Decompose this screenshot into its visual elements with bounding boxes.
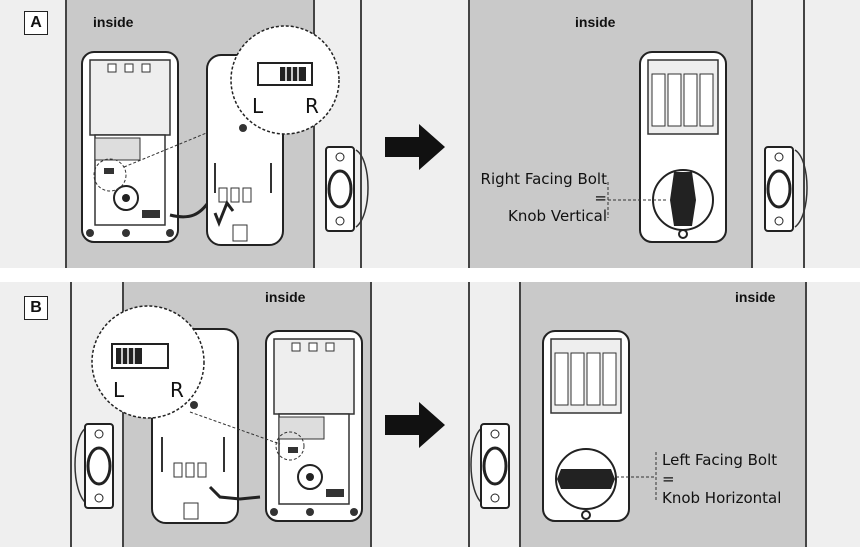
panel-label: A [24,11,48,35]
arrow-right-icon [385,124,445,170]
switch-magnifier [91,305,205,419]
caption-line-2: = [662,470,675,488]
installed-lock [542,330,630,522]
arrow-right-icon [385,402,445,448]
edge-line [751,0,753,268]
switch-label-l: L [252,94,264,118]
inside-label: inside [93,14,134,30]
caption-line-1: Left Facing Bolt [662,451,778,469]
edge-line [805,282,807,547]
panel-label: B [24,296,48,320]
inside-label: inside [265,289,306,305]
inside-label: inside [735,289,776,305]
magnifier-leader [93,114,251,192]
edge-line [70,282,72,547]
inside-label: inside [575,14,616,30]
switch-magnifier [230,25,340,135]
panel-b: B inside inside L R [0,282,860,547]
edge-line [519,282,521,547]
caption-line-3: Knob Vertical [508,207,607,225]
edge-line [803,0,805,268]
switch-label-l: L [113,378,125,402]
door-strike [470,423,510,509]
caption-line-3: Knob Horizontal [662,489,782,507]
open-lock-interior [265,330,363,522]
edge-line [65,0,67,268]
edge-line [313,0,315,268]
door-strike [764,146,808,232]
edge-line [468,0,470,268]
caption-line-1: Right Facing Bolt [480,170,607,188]
installed-lock [639,51,727,243]
caption-leader [607,182,666,218]
edge-line [468,282,470,547]
caption-line-2: = [594,189,607,207]
door-strike [74,423,114,509]
caption-leader [616,452,657,500]
magnifier-leader [189,411,305,461]
edge-line [122,282,124,547]
panel-a: A inside inside [0,0,860,268]
door-strike [325,146,369,232]
edge-line [370,282,372,547]
edge-line [360,0,362,268]
switch-label-r: R [170,378,184,402]
switch-label-r: R [305,94,319,118]
